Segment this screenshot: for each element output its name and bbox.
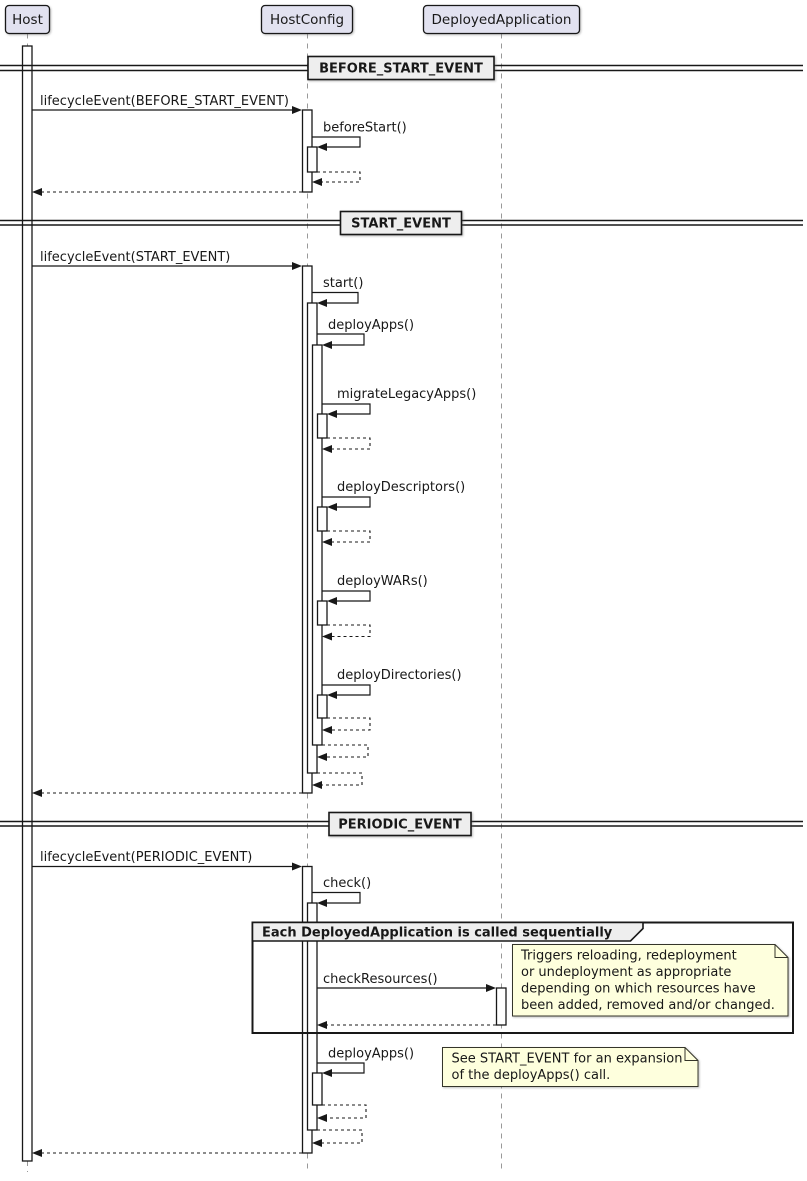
activation-deploydescriptors xyxy=(316,506,328,532)
message-deployapps-periodic: deployApps() xyxy=(317,1047,414,1122)
return-lifecycle-start xyxy=(32,789,302,797)
divider-periodic-event: PERIODIC_EVENT xyxy=(328,811,472,837)
note-checkresources: Triggers reloading, redeployment or unde… xyxy=(512,944,789,1017)
participant-label: HostConfig xyxy=(270,12,344,28)
svg-text:deployApps(): deployApps() xyxy=(328,1047,414,1062)
message-deployapps: deployApps() xyxy=(317,318,414,349)
activation-deployapps xyxy=(311,344,323,746)
message-deploydirectories: deployDirectories() xyxy=(322,668,462,734)
svg-text:lifecycleEvent(START_EVENT): lifecycleEvent(START_EVENT) xyxy=(40,250,230,265)
svg-text:migrateLegacyApps(): migrateLegacyApps() xyxy=(337,387,476,402)
svg-text:been added, removed and/or cha: been added, removed and/or changed. xyxy=(521,998,775,1013)
svg-text:deployDirectories(): deployDirectories() xyxy=(337,668,462,683)
return-lifecycle-periodic xyxy=(32,1149,302,1157)
svg-text:lifecycleEvent(PERIODIC_EVENT): lifecycleEvent(PERIODIC_EVENT) xyxy=(40,850,252,865)
svg-text:lifecycleEvent(BEFORE_START_EV: lifecycleEvent(BEFORE_START_EVENT) xyxy=(40,94,289,109)
divider-before-start-event: BEFORE_START_EVENT xyxy=(307,55,495,81)
message-migratelegacyapps: migrateLegacyApps() xyxy=(322,387,476,453)
message-lifecycle-before-start: lifecycleEvent(BEFORE_START_EVENT) xyxy=(32,94,302,114)
participant-label: Host xyxy=(12,12,43,28)
return-deployapps xyxy=(317,744,369,761)
participant-deployedapplication: DeployedApplication xyxy=(422,4,581,35)
activation-check xyxy=(306,902,318,1131)
svg-text:beforeStart(): beforeStart() xyxy=(323,121,407,136)
divider-start-event: START_EVENT xyxy=(339,210,463,236)
divider-label: START_EVENT xyxy=(351,217,451,232)
message-lifecycle-periodic: lifecycleEvent(PERIODIC_EVENT) xyxy=(32,850,302,871)
svg-text:checkResources(): checkResources() xyxy=(323,972,438,987)
return-start xyxy=(312,772,363,789)
svg-text:of the deployApps() call.: of the deployApps() call. xyxy=(452,1068,611,1083)
activation-deploydirectories xyxy=(316,694,328,719)
svg-text:deployWARs(): deployWARs() xyxy=(337,574,428,589)
group-fragment-sequential: Each DeployedApplication is called seque… xyxy=(251,921,794,1034)
message-checkresources: checkResources() xyxy=(317,972,496,992)
divider-label: PERIODIC_EVENT xyxy=(338,818,462,833)
activation-bars xyxy=(21,45,507,1162)
participant-label: DeployedApplication xyxy=(432,12,572,28)
svg-text:See START_EVENT for an expansi: See START_EVENT for an expansion xyxy=(452,1052,683,1067)
return-checkresources xyxy=(317,1021,496,1029)
return-beforestart xyxy=(312,171,361,186)
activation-beforestart xyxy=(306,146,318,173)
svg-text:start(): start() xyxy=(323,276,363,291)
activation-deployedapplication xyxy=(495,987,507,1026)
svg-text:deployDescriptors(): deployDescriptors() xyxy=(337,480,465,495)
message-lifecycle-start: lifecycleEvent(START_EVENT) xyxy=(32,250,302,270)
message-beforestart: beforeStart() xyxy=(312,121,407,151)
svg-text:Triggers reloading, redeployme: Triggers reloading, redeployment xyxy=(520,949,737,964)
svg-text:depending on which resources h: depending on which resources have xyxy=(521,982,756,997)
svg-text:check(): check() xyxy=(323,876,371,891)
activation-deploywars xyxy=(316,600,328,626)
activation-migratelegacyapps xyxy=(316,413,328,439)
lifelines xyxy=(27,33,502,1172)
divider-label: BEFORE_START_EVENT xyxy=(319,62,483,77)
svg-text:or undeployment as appropriate: or undeployment as appropriate xyxy=(521,965,731,980)
message-deploydescriptors: deployDescriptors() xyxy=(322,480,465,546)
divider-lines xyxy=(0,64,803,827)
activation-host xyxy=(21,45,33,1162)
activation-deployapps-periodic xyxy=(311,1072,323,1106)
participant-hostconfig: HostConfig xyxy=(260,4,354,35)
message-start: start() xyxy=(312,276,363,307)
return-lifecycle-before-start xyxy=(32,188,302,196)
message-check: check() xyxy=(312,876,371,907)
group-title: Each DeployedApplication is called seque… xyxy=(262,926,613,941)
svg-text:deployApps(): deployApps() xyxy=(328,318,414,333)
participant-host: Host xyxy=(4,4,51,35)
return-check xyxy=(312,1129,363,1147)
note-deployapps-expansion: See START_EVENT for an expansion of the … xyxy=(442,1047,699,1087)
message-deploywars: deployWARs() xyxy=(322,574,428,641)
